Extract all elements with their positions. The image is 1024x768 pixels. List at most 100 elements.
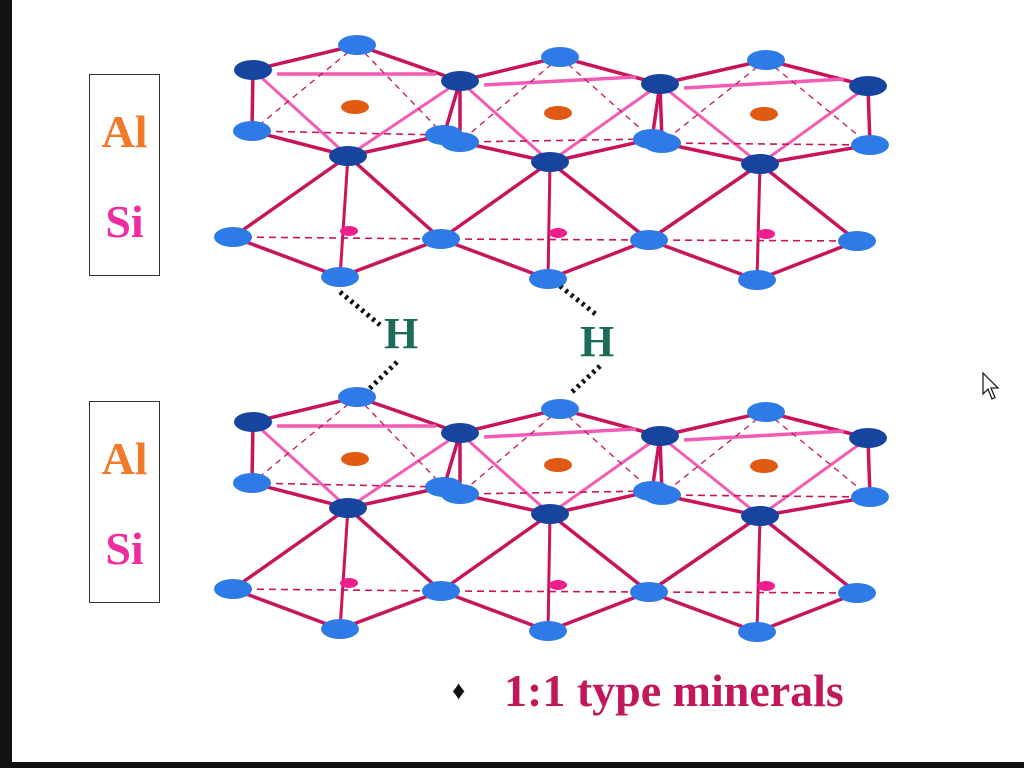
octahedral-al-label: Al bbox=[101, 433, 148, 484]
tetrahedral-edge bbox=[648, 514, 761, 594]
tetrahedral-edge bbox=[758, 514, 859, 595]
octahedral-face-edge bbox=[347, 431, 461, 510]
octahedral-face-edge bbox=[759, 84, 869, 166]
hydrogen-bond-link bbox=[558, 284, 600, 318]
oxygen-atom bbox=[630, 582, 668, 602]
silicon-cation bbox=[549, 580, 567, 590]
octahedral-hidden-edge bbox=[459, 490, 653, 495]
tetrahedral-edge bbox=[648, 162, 761, 242]
octahedral-face-edge bbox=[483, 427, 637, 439]
octahedral-hidden-edge bbox=[559, 408, 653, 492]
hydroxyl-atom bbox=[338, 35, 376, 55]
octahedral-hidden-edge bbox=[251, 482, 445, 488]
oxygen-atom bbox=[851, 135, 889, 155]
tetrahedral-edge bbox=[547, 590, 650, 633]
shared-oxygen-atom bbox=[329, 498, 367, 518]
oxygen-atom bbox=[425, 125, 463, 145]
tetrahedral-edge bbox=[648, 590, 758, 634]
tetrahedral-edge bbox=[439, 160, 552, 241]
oxygen-atom bbox=[422, 581, 460, 601]
tetrahedral-edge bbox=[755, 163, 762, 281]
oxygen-atom bbox=[321, 619, 359, 639]
hydrogen-bond-link bbox=[362, 360, 399, 396]
octahedral-edge bbox=[759, 495, 871, 518]
mouse-pointer-icon bbox=[982, 372, 1000, 400]
octahedral-edge bbox=[252, 395, 358, 424]
shared-oxygen-atom bbox=[329, 146, 367, 166]
octahedral-face-edge bbox=[549, 82, 661, 164]
octahedral-edge bbox=[659, 410, 767, 438]
aluminum-cation bbox=[341, 100, 369, 114]
octahedral-hidden-edge bbox=[251, 130, 445, 136]
tetrahedral-si-label: Si bbox=[105, 196, 144, 247]
aluminum-cation bbox=[750, 107, 778, 121]
octahedral-face-edge bbox=[549, 434, 661, 516]
octahedral-face-edge bbox=[759, 436, 869, 518]
tetrahedral-edge bbox=[232, 235, 341, 279]
shared-oxygen-atom bbox=[741, 154, 779, 174]
octahedral-edge bbox=[659, 58, 767, 86]
octahedral-edge bbox=[356, 43, 461, 83]
octahedral-face-edge bbox=[458, 79, 552, 164]
octahedral-face-edge bbox=[347, 79, 461, 158]
oxygen-atom bbox=[838, 583, 876, 603]
silicon-cation bbox=[757, 229, 775, 239]
octahedral-face-edge bbox=[251, 420, 350, 510]
tetrahedral-hidden-edge bbox=[648, 239, 858, 242]
hydroxyl-atom bbox=[641, 74, 679, 94]
tetrahedral-hidden-edge bbox=[440, 238, 650, 241]
layer-label-box: Al Si bbox=[89, 401, 160, 603]
tetrahedral-edge bbox=[648, 238, 758, 282]
tetrahedral-edge bbox=[547, 238, 650, 281]
octahedral-hidden-edge bbox=[661, 411, 767, 496]
octahedral-edge bbox=[250, 69, 255, 132]
oxygen-atom bbox=[633, 129, 671, 149]
octahedral-hidden-edge bbox=[356, 44, 445, 136]
tetrahedral-edge bbox=[756, 239, 858, 282]
caption-text: 1:1 type minerals bbox=[504, 665, 844, 716]
tetrahedral-edge bbox=[339, 589, 442, 631]
octahedral-hidden-edge bbox=[251, 44, 358, 132]
octahedral-edge bbox=[252, 43, 358, 72]
tetrahedral-edge bbox=[546, 513, 552, 632]
hydroxyl-atom bbox=[849, 428, 887, 448]
tetrahedral-edge bbox=[546, 161, 552, 280]
shared-oxygen-atom bbox=[741, 506, 779, 526]
hydrogen-bond-label: H bbox=[580, 317, 615, 366]
aluminum-cation bbox=[341, 452, 369, 466]
tetrahedral-edge bbox=[439, 512, 552, 593]
hydroxyl-atom bbox=[747, 50, 785, 70]
octahedral-face-edge bbox=[683, 429, 845, 442]
oxygen-atom bbox=[633, 481, 671, 501]
tetrahedral-edge bbox=[440, 237, 549, 281]
oxygen-atom bbox=[738, 622, 776, 642]
oxygen-atom bbox=[838, 231, 876, 251]
hydroxyl-atom bbox=[234, 412, 272, 432]
hydrogen-bond-label: H bbox=[384, 309, 419, 358]
octahedral-edge bbox=[250, 421, 255, 484]
silicon-cation bbox=[340, 226, 358, 236]
oxygen-atom bbox=[321, 267, 359, 287]
tetrahedral-edge bbox=[440, 589, 549, 633]
shared-oxygen-atom bbox=[531, 504, 569, 524]
octahedral-hidden-edge bbox=[251, 396, 358, 484]
aluminum-cation bbox=[544, 106, 572, 120]
octahedral-face-edge bbox=[458, 431, 552, 516]
tetrahedral-hidden-edge bbox=[232, 588, 442, 592]
hydroxyl-atom bbox=[747, 402, 785, 422]
oxygen-atom bbox=[214, 227, 252, 247]
hydroxyl-atom bbox=[441, 423, 479, 443]
oxygen-atom bbox=[214, 579, 252, 599]
tetrahedral-edge bbox=[548, 160, 651, 242]
oxygen-atom bbox=[529, 621, 567, 641]
hydroxyl-atom bbox=[641, 426, 679, 446]
tetrahedral-si-label: Si bbox=[105, 523, 144, 574]
tetrahedral-edge bbox=[232, 587, 341, 631]
octahedral-hidden-edge bbox=[765, 411, 871, 498]
tetrahedral-edge bbox=[548, 512, 651, 594]
tetrahedral-edge bbox=[339, 237, 442, 279]
octahedral-edge bbox=[759, 143, 871, 166]
octahedral-hidden-edge bbox=[765, 59, 871, 146]
octahedral-hidden-edge bbox=[459, 138, 653, 143]
